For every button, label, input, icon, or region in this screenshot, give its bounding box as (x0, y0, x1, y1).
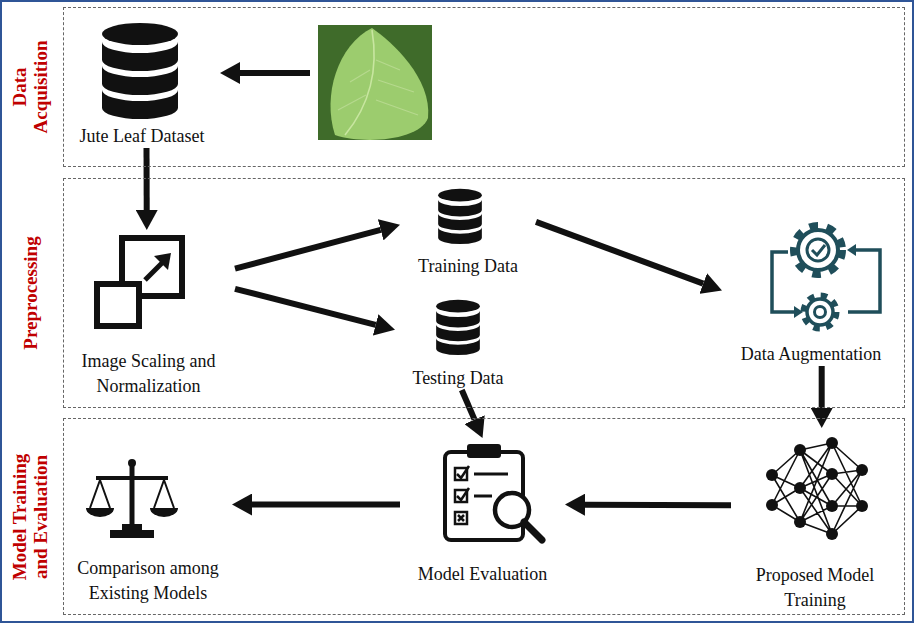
neural-network-icon (794, 444, 806, 456)
flow-arrow (819, 366, 825, 408)
database-icon (102, 23, 178, 119)
resize-icon (97, 284, 139, 326)
gears-icon (794, 306, 803, 318)
node-label: Training Data (418, 254, 518, 278)
process-node: Image Scaling and Normalization (62, 230, 235, 398)
neural-network-icon (856, 464, 868, 476)
stage-label: Model Training and Evaluation (10, 444, 52, 589)
stage-band: Data AcquisitionJute Leaf Dataset (63, 7, 905, 167)
neural-network-icon (826, 500, 838, 512)
gears-icon (794, 226, 842, 274)
node-label: Testing Data (412, 366, 503, 390)
flow-arrow (144, 148, 150, 210)
leaf-photo (318, 25, 432, 140)
stage-band: PreprocessingImage Scaling and Normaliza… (63, 178, 905, 408)
flow-arrow (585, 502, 731, 509)
balance-scale-icon (110, 530, 154, 538)
flow-arrow (235, 289, 376, 325)
flow-arrow (536, 222, 703, 284)
balance-scale-icon (86, 459, 178, 538)
balance-scale-icon (90, 480, 110, 508)
node-label: Proposed Model Training (731, 563, 899, 612)
process-node: Jute Leaf Dataset (67, 22, 217, 148)
neural-network-icon (826, 437, 838, 449)
resize-icon (154, 253, 171, 270)
leaf-photo (345, 30, 374, 135)
gears-icon (848, 250, 880, 312)
node-label: Data Augmentation (741, 342, 881, 366)
database-icon (436, 300, 480, 355)
source-arrow (220, 62, 240, 84)
leaf-photo (318, 25, 432, 140)
node-label: Jute Leaf Dataset (80, 124, 205, 148)
clipboard-icon (524, 522, 542, 540)
neural-network-icon (794, 482, 806, 494)
gears-icon (807, 299, 833, 325)
balance-scale-icon (86, 508, 114, 517)
neural-network-icon (772, 443, 862, 534)
clipboard-icon (457, 466, 469, 478)
neural-network-icon (826, 528, 838, 540)
balance-scale-icon (150, 508, 178, 517)
node-label: Comparison among Existing Models (64, 556, 232, 605)
gears-icon (847, 244, 856, 256)
database-icon (438, 189, 482, 244)
balance-scale-icon (130, 466, 135, 530)
gears-icon (772, 252, 794, 312)
flow-arrow (235, 230, 381, 269)
resize-icon (97, 238, 182, 326)
neural-network-icon (766, 437, 868, 540)
neural-network-icon (794, 516, 806, 528)
process-node: Comparison among Existing Models (64, 455, 232, 605)
clipboard-icon (455, 512, 467, 524)
process-node: Training Data (400, 186, 536, 278)
flow-arrow (462, 390, 475, 420)
process-node: Testing Data (395, 296, 521, 390)
stage-label: Data Acquisition (10, 32, 52, 142)
database-icon (436, 300, 480, 355)
stage-label: Preprocessing (21, 193, 42, 393)
clipboard-icon (467, 444, 501, 458)
clipboard-icon (445, 444, 542, 540)
source-arrow (238, 70, 310, 76)
neural-network-icon (766, 469, 778, 481)
balance-scale-icon (96, 476, 168, 480)
clipboard-icon (474, 473, 508, 476)
clipboard-icon (457, 488, 469, 500)
gears-icon (807, 239, 829, 261)
node-label: Model Evaluation (418, 562, 547, 586)
flow-arrow (252, 502, 400, 508)
process-node: Model Evaluation (400, 438, 565, 586)
stage-band: Model Training and EvaluationComparison … (63, 418, 905, 615)
gears-icon (772, 226, 880, 328)
balance-scale-icon (122, 524, 142, 531)
balance-scale-icon (154, 480, 174, 508)
neural-network-icon (766, 499, 778, 511)
gears-icon (812, 245, 825, 255)
gears-icon (798, 230, 838, 270)
neural-network-icon (826, 468, 838, 480)
clipboard-icon (458, 515, 464, 521)
clipboard-icon (474, 495, 492, 498)
balance-scale-icon (128, 459, 136, 467)
leaf-photo (330, 28, 428, 140)
leaf-photo (338, 60, 418, 115)
database-icon (438, 189, 482, 244)
gears-icon (815, 307, 826, 318)
source-arrow (220, 62, 310, 84)
process-node: Data Augmentation (722, 218, 900, 366)
node-label: Image Scaling and Normalization (62, 349, 235, 398)
resize-icon (145, 262, 163, 280)
neural-network-icon (856, 500, 868, 512)
process-node: Proposed Model Training (731, 428, 899, 612)
gears-icon (804, 296, 836, 328)
database-icon (102, 23, 178, 119)
